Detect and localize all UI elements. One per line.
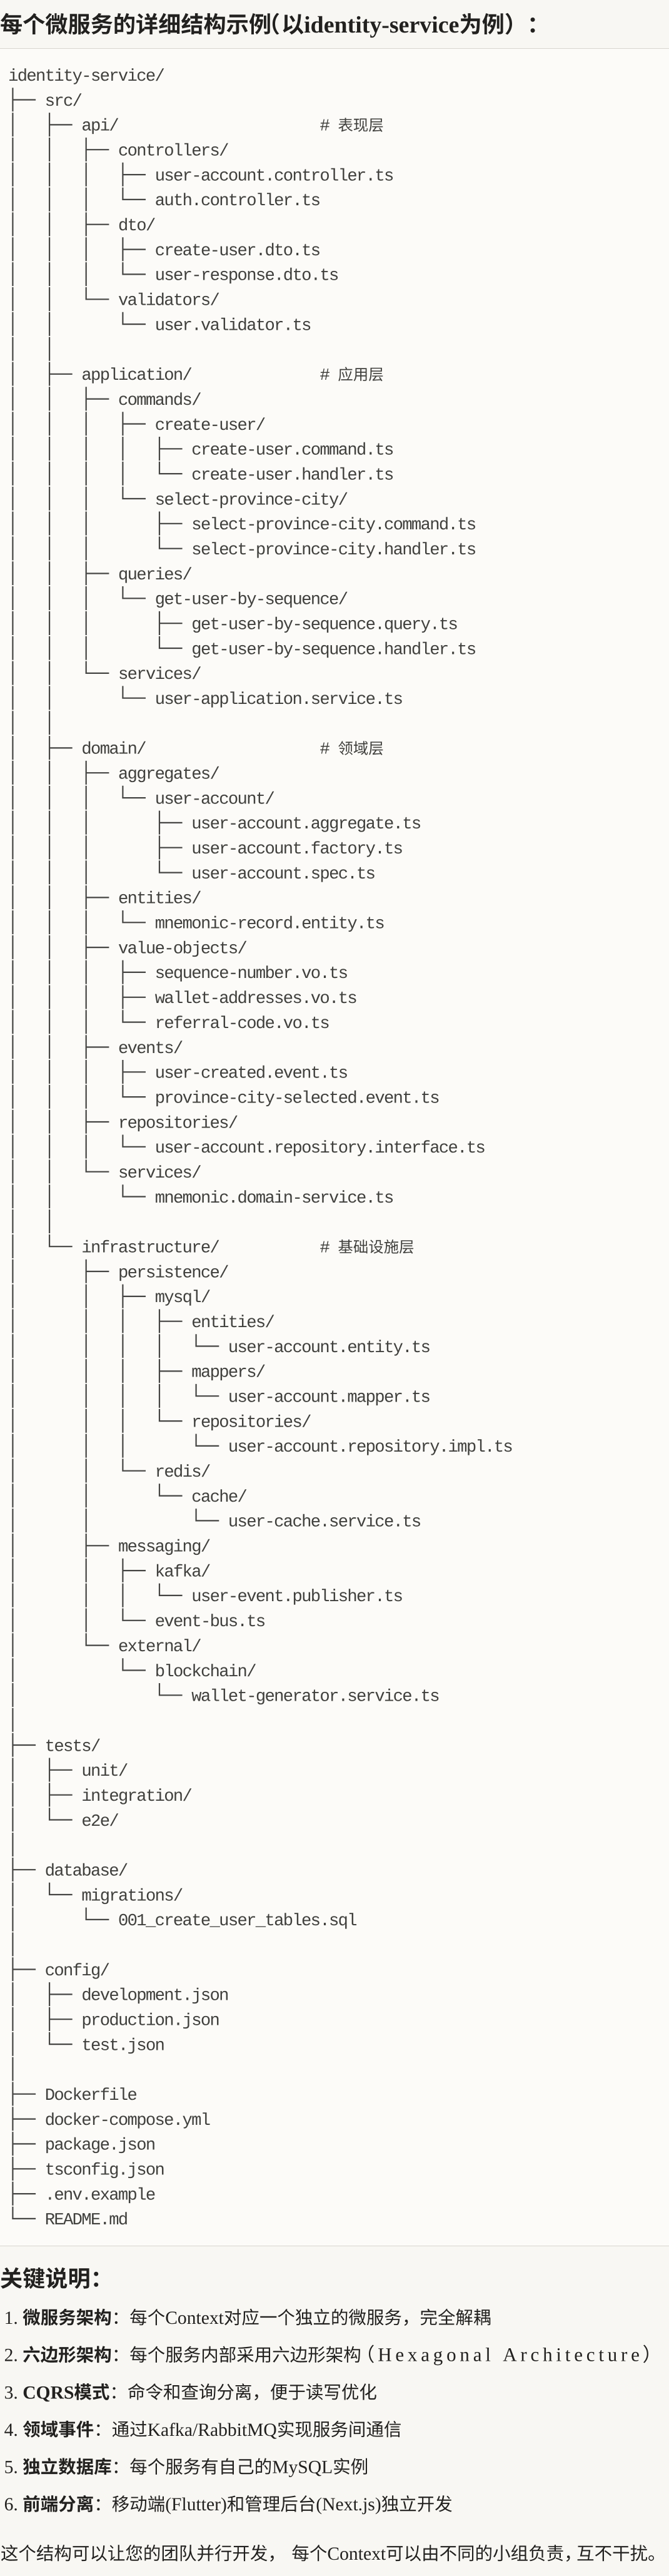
svg-text:e2e/: e2e/ [81,1812,118,1831]
svg-text:create-user.command.ts: create-user.command.ts [191,441,393,461]
svg-text:mappers/: mappers/ [191,1363,265,1383]
svg-text:persistence/: persistence/ [118,1263,228,1283]
svg-text:repositories/: repositories/ [191,1413,311,1432]
svg-text:province-city-selected.event.t: province-city-selected.event.ts [155,1089,440,1108]
svg-text:aggregates/: aggregates/ [118,765,219,785]
svg-text:mnemonic-record.entity.ts: mnemonic-record.entity.ts [155,915,385,934]
svg-text:production.json: production.json [81,2012,219,2031]
svg-text:auth.controller.ts: auth.controller.ts [155,191,320,211]
svg-text:application/: application/ [81,366,191,385]
svg-text:events/: events/ [118,1039,183,1059]
svg-text:CQRS: CQRS [23,2383,74,2403]
svg-text:#: # [320,740,330,760]
svg-text:create-user.dto.ts: create-user.dto.ts [155,242,320,261]
svg-text:5.: 5. [4,2458,23,2478]
svg-text:2.: 2. [4,2346,23,2366]
svg-text:docker-compose.yml: docker-compose.yml [45,2111,210,2131]
svg-text:redis/: redis/ [155,1463,210,1482]
svg-text:select-province-city.handler.t: select-province-city.handler.ts [191,541,476,560]
svg-text:infrastructure/: infrastructure/ [81,1239,219,1258]
svg-text:cache/: cache/ [191,1488,246,1507]
svg-text:user-event.publisher.ts: user-event.publisher.ts [191,1587,402,1607]
svg-text:.env.example: .env.example [45,2186,155,2205]
svg-text:wallet-addresses.vo.ts: wallet-addresses.vo.ts [155,989,357,1009]
svg-text:domain/: domain/ [81,740,146,760]
svg-text:development.json: development.json [81,1987,228,2006]
svg-text:mysql/: mysql/ [155,1288,210,1308]
svg-text:referral-code.vo.ts: referral-code.vo.ts [155,1014,329,1034]
svg-text:Context: Context [327,2544,386,2564]
svg-text:select-province-city/: select-province-city/ [155,491,348,510]
svg-text:kafka/: kafka/ [155,1562,210,1582]
svg-text:test.json: test.json [81,2036,164,2055]
svg-text:select-province-city.command.t: select-province-city.command.ts [191,516,476,535]
svg-text:tsconfig.json: tsconfig.json [45,2161,164,2181]
svg-text:4.: 4. [4,2420,23,2440]
svg-text:user-account.repository.impl.t: user-account.repository.impl.ts [228,1438,513,1457]
svg-text:external/: external/ [118,1637,201,1657]
svg-text:user-account.aggregate.ts: user-account.aggregate.ts [191,815,421,834]
svg-text:value-objects/: value-objects/ [118,939,246,959]
svg-text:src/: src/ [45,92,82,111]
svg-text:#: # [320,117,330,136]
svg-text:user-application.service.ts: user-application.service.ts [155,690,403,710]
svg-text:commands/: commands/ [118,391,201,410]
svg-text:6.: 6. [4,2495,23,2515]
svg-text:identity-service/: identity-service/ [8,67,164,86]
svg-text:repositories/: repositories/ [118,1114,238,1133]
svg-text:integration/: integration/ [81,1787,191,1806]
svg-text:user-account/: user-account/ [155,790,274,809]
svg-text:wallet-generator.service.ts: wallet-generator.service.ts [191,1688,439,1707]
svg-text:tests/: tests/ [45,1737,100,1756]
svg-text:package.json: package.json [45,2136,155,2156]
svg-text:get-user-by-sequence/: get-user-by-sequence/ [155,591,348,610]
svg-text:dto/: dto/ [118,216,155,236]
svg-text:user-account.mapper.ts: user-account.mapper.ts [228,1388,430,1408]
svg-text:#: # [320,1239,330,1258]
svg-text:001_create_user_tables.sql: 001_create_user_tables.sql [118,1912,356,1931]
svg-text:user-response.dto.ts: user-response.dto.ts [155,267,338,286]
svg-text:MySQL: MySQL [272,2458,333,2478]
svg-text:Dockerfile: Dockerfile [45,2086,137,2105]
svg-text:create-user.handler.ts: create-user.handler.ts [191,466,393,485]
svg-text:get-user-by-sequence.query.ts: get-user-by-sequence.query.ts [191,616,457,635]
svg-text:queries/: queries/ [118,566,192,585]
svg-text:validators/: validators/ [118,292,219,311]
svg-text:user-account.repository.interf: user-account.repository.interface.ts [155,1139,485,1158]
svg-text:sequence-number.vo.ts: sequence-number.vo.ts [155,964,348,984]
svg-text:(Next.js): (Next.js) [316,2495,381,2515]
svg-text:database/: database/ [45,1862,128,1881]
svg-text:identity-service: identity-service [304,12,459,38]
svg-text:user-account.controller.ts: user-account.controller.ts [155,166,393,186]
svg-text:services/: services/ [118,665,201,685]
svg-text:mnemonic.domain-service.ts: mnemonic.domain-service.ts [155,1189,393,1208]
svg-text:unit/: unit/ [81,1762,128,1781]
svg-text:user-account.factory.ts: user-account.factory.ts [191,840,402,859]
svg-text:Kafka/RabbitMQ: Kafka/RabbitMQ [148,2420,277,2440]
svg-text:entities/: entities/ [118,890,201,909]
svg-text:messaging/: messaging/ [118,1538,210,1557]
svg-text:1.: 1. [4,2308,23,2328]
svg-text:config/: config/ [45,1962,109,1981]
svg-text:blockchain/: blockchain/ [155,1662,256,1682]
svg-text:get-user-by-sequence.handler.t: get-user-by-sequence.handler.ts [191,640,476,659]
svg-text:entities/: entities/ [191,1313,274,1333]
svg-text:user-account.spec.ts: user-account.spec.ts [191,865,375,884]
svg-text:services/: services/ [118,1164,201,1183]
svg-text:Context: Context [165,2308,224,2328]
svg-text:user-cache.service.ts: user-cache.service.ts [228,1513,421,1532]
svg-text:Hexagonal Architecture: Hexagonal Architecture [378,2344,643,2366]
svg-text:README.md: README.md [45,2211,128,2230]
svg-text:controllers/: controllers/ [118,142,228,161]
svg-text:user.validator.ts: user.validator.ts [155,316,311,335]
svg-text:api/: api/ [81,117,118,136]
svg-text:user-account.entity.ts: user-account.entity.ts [228,1338,430,1358]
svg-text:user-created.event.ts: user-created.event.ts [155,1064,348,1084]
svg-text:create-user/: create-user/ [155,416,265,435]
svg-text:(Flutter): (Flutter) [165,2495,227,2515]
svg-text:3.: 3. [4,2383,23,2403]
svg-text:event-bus.ts: event-bus.ts [155,1612,265,1632]
svg-text:#: # [320,366,330,385]
svg-text:migrations/: migrations/ [81,1886,183,1906]
